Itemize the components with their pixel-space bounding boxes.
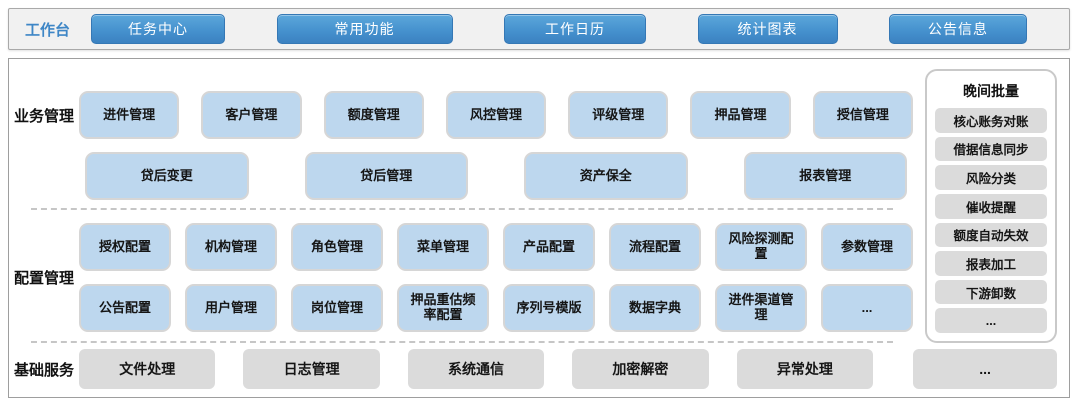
module-box: 产品配置 <box>503 223 595 271</box>
batch-item: 下游卸数 <box>935 279 1047 305</box>
dashed-divider <box>31 341 893 343</box>
module-box: 报表管理 <box>743 152 907 200</box>
night-batch-items: 核心账务对账借据信息同步风险分类催收提醒额度自动失效报表加工下游卸数... <box>935 108 1047 333</box>
business-row-2: 贷后变更 贷后管理 资产保全 报表管理 <box>79 152 913 200</box>
night-batch-title: 晚间批量 <box>963 83 1019 99</box>
business-row-1: 进件管理客户管理额度管理风控管理评级管理押品管理授信管理 <box>79 91 913 139</box>
workbench-button[interactable]: 常用功能 <box>276 14 453 44</box>
module-box: 授信管理 <box>812 91 913 139</box>
module-box: 菜单管理 <box>397 223 489 271</box>
section-business-label: 业务管理 <box>13 107 74 125</box>
module-box: 授权配置 <box>79 223 171 271</box>
module-box: 资产保全 <box>524 152 688 200</box>
module-box: 押品重估频率配置 <box>397 284 489 332</box>
base-service-boxes: 文件处理日志管理系统通信加密解密异常处理... <box>79 349 1058 389</box>
config-row-2: 公告配置用户管理岗位管理押品重估频率配置序列号模版数据字典进件渠道管理... <box>79 284 913 332</box>
service-box: 加密解密 <box>572 349 709 389</box>
module-box: 额度管理 <box>323 91 424 139</box>
module-box: 评级管理 <box>568 91 669 139</box>
workbench-button[interactable]: 工作日历 <box>504 14 646 44</box>
workbench-bar: 工作台 任务中心 常用功能 工作日历 统计图表 公告信息 <box>8 8 1070 50</box>
module-box: 客户管理 <box>201 91 302 139</box>
module-box: 贷后变更 <box>85 152 249 200</box>
module-box: 数据字典 <box>609 284 701 332</box>
batch-item: 风险分类 <box>935 165 1047 190</box>
workbench-button[interactable]: 统计图表 <box>697 14 838 44</box>
module-box: 机构管理 <box>185 223 277 271</box>
module-box: 用户管理 <box>185 284 277 332</box>
dashed-divider <box>31 208 893 210</box>
module-box: 风险探测配置 <box>715 223 807 271</box>
workbench-button[interactable]: 任务中心 <box>91 14 225 44</box>
module-box: 押品管理 <box>690 91 791 139</box>
module-box: 贷后管理 <box>304 152 468 200</box>
section-config: 配置管理 授权配置机构管理角色管理菜单管理产品配置流程配置风险探测配置参数管理 … <box>9 223 919 332</box>
batch-item: 核心账务对账 <box>935 108 1047 133</box>
module-box: 流程配置 <box>609 223 701 271</box>
batch-item: 催收提醒 <box>935 193 1047 219</box>
section-config-label: 配置管理 <box>13 270 74 287</box>
service-box: ... <box>913 349 1058 389</box>
service-box: 异常处理 <box>736 349 874 389</box>
night-batch-panel: 晚间批量 核心账务对账借据信息同步风险分类催收提醒额度自动失效报表加工下游卸数.… <box>925 69 1057 343</box>
service-box: 日志管理 <box>243 349 380 389</box>
module-box: 风控管理 <box>445 91 547 139</box>
service-box: 系统通信 <box>407 349 545 389</box>
module-box: ... <box>821 284 913 332</box>
service-box: 文件处理 <box>79 349 216 389</box>
module-columns: 业务管理 进件管理客户管理额度管理风控管理评级管理押品管理授信管理 贷后变更贷后… <box>9 59 919 345</box>
workbench-button[interactable]: 公告信息 <box>889 14 1027 44</box>
business-rows: 进件管理客户管理额度管理风控管理评级管理押品管理授信管理 贷后变更 贷后管理 资产保… <box>79 91 919 200</box>
workbench-label: 工作台 <box>25 21 71 39</box>
batch-item: 报表加工 <box>935 251 1047 276</box>
config-rows: 授权配置机构管理角色管理菜单管理产品配置流程配置风险探测配置参数管理 公告配置用… <box>79 223 919 332</box>
config-row-1: 授权配置机构管理角色管理菜单管理产品配置流程配置风险探测配置参数管理 <box>79 223 913 271</box>
batch-item: 借据信息同步 <box>935 136 1047 162</box>
workbench-buttons: 任务中心 常用功能 工作日历 统计图表 公告信息 <box>87 14 1069 44</box>
batch-item: 额度自动失效 <box>935 222 1047 248</box>
module-box: 岗位管理 <box>291 284 383 332</box>
module-box: 进件渠道管理 <box>715 284 807 332</box>
module-box: 进件管理 <box>79 91 180 139</box>
upper-area: 业务管理 进件管理客户管理额度管理风控管理评级管理押品管理授信管理 贷后变更贷后… <box>9 59 1069 345</box>
module-box: 角色管理 <box>291 223 383 271</box>
section-base: 基础服务 文件处理日志管理系统通信加密解密异常处理... <box>9 349 1058 389</box>
module-box: 序列号模版 <box>503 284 595 332</box>
module-box: 公告配置 <box>79 284 171 332</box>
batch-item: ... <box>935 308 1047 333</box>
section-base-label: 基础服务 <box>13 361 74 379</box>
section-business: 业务管理 进件管理客户管理额度管理风控管理评级管理押品管理授信管理 贷后变更贷后… <box>9 91 919 200</box>
modules-panel: 业务管理 进件管理客户管理额度管理风控管理评级管理押品管理授信管理 贷后变更贷后… <box>8 58 1070 398</box>
module-box: 参数管理 <box>821 223 913 271</box>
